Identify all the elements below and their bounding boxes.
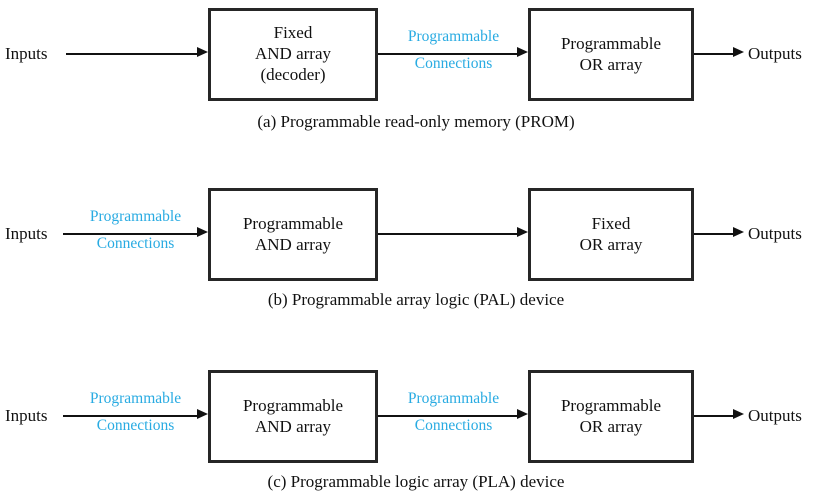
outputs-label-prom: Outputs [748, 44, 802, 63]
connector-line [378, 53, 517, 55]
box-text-line-2: OR array [579, 234, 643, 254]
inputs-label-pla: Inputs [5, 406, 48, 425]
box-text-line-2: OR array [579, 416, 643, 436]
caption-prom: (a) Programmable read-only memory (PROM) [257, 112, 575, 131]
diagram-row-prom: Inputs Fixed AND array (decoder) Program… [0, 0, 832, 180]
arrow-head-icon [733, 47, 744, 57]
box-text-line-1: Programmable [560, 33, 662, 53]
outputs-label-pla: Outputs [748, 406, 802, 425]
programmable-label-bottom: Connections [414, 55, 493, 72]
programmable-label-top: Programmable [89, 208, 182, 225]
connector-line [694, 233, 733, 235]
middle-connector-prom: Programmable Connections [378, 28, 529, 76]
programmable-label-bottom: Connections [414, 417, 493, 434]
input-connector-prom [66, 32, 208, 76]
box-text-line-2: AND array [255, 44, 331, 64]
box-fixed-and-array-decoder: Fixed AND array (decoder) [208, 8, 378, 101]
caption-pal: (b) Programmable array logic (PAL) devic… [267, 290, 565, 309]
connector-line [378, 233, 517, 235]
arrow-head-icon [517, 227, 528, 237]
outputs-label-pal: Outputs [748, 224, 802, 243]
programmable-label-top: Programmable [407, 390, 500, 407]
programmable-label-top: Programmable [407, 28, 500, 45]
box-programmable-or-array-pla: Programmable OR array [528, 370, 694, 463]
connector-line [66, 53, 197, 55]
box-programmable-or-array-prom: Programmable OR array [528, 8, 694, 101]
box-text-line-1: Fixed [591, 213, 631, 233]
box-text-line-1: Fixed [273, 23, 313, 43]
middle-connector-pal [378, 212, 529, 256]
box-text-line-2: AND array [255, 234, 331, 254]
arrow-head-icon [197, 409, 208, 419]
caption-pla: (c) Programmable logic array (PLA) devic… [267, 472, 565, 491]
output-connector-pla [694, 394, 744, 438]
box-text-line-1: Programmable [242, 395, 344, 415]
output-connector-prom [694, 32, 744, 76]
box-programmable-and-array-pla: Programmable AND array [208, 370, 378, 463]
arrow-head-icon [733, 409, 744, 419]
arrow-head-icon [733, 227, 744, 237]
arrow-head-icon [517, 47, 528, 57]
box-text-line-2: AND array [255, 416, 331, 436]
arrow-head-icon [517, 409, 528, 419]
connector-line [378, 415, 517, 417]
connector-line [694, 415, 733, 417]
box-text-line-3: (decoder) [260, 64, 326, 84]
box-text-line-1: Programmable [560, 395, 662, 415]
connector-line [63, 233, 197, 235]
input-connector-pla: Programmable Connections [63, 390, 208, 438]
arrow-head-icon [197, 227, 208, 237]
arrow-head-icon [197, 47, 208, 57]
box-fixed-or-array-pal: Fixed OR array [528, 188, 694, 281]
programmable-label-bottom: Connections [96, 417, 175, 434]
inputs-label-pal: Inputs [5, 224, 48, 243]
middle-connector-pla: Programmable Connections [378, 390, 529, 438]
box-text-line-2: OR array [579, 54, 643, 74]
inputs-label-prom: Inputs [5, 44, 48, 63]
box-text-line-1: Programmable [242, 213, 344, 233]
input-connector-pal: Programmable Connections [63, 208, 208, 256]
programmable-label-bottom: Connections [96, 235, 175, 252]
connector-line [694, 53, 733, 55]
box-programmable-and-array-pal: Programmable AND array [208, 188, 378, 281]
diagram-row-pla: Inputs Programmable Connections Programm… [0, 362, 832, 494]
programmable-label-top: Programmable [89, 390, 182, 407]
diagram-row-pal: Inputs Programmable Connections Programm… [0, 180, 832, 360]
connector-line [63, 415, 197, 417]
output-connector-pal [694, 212, 744, 256]
